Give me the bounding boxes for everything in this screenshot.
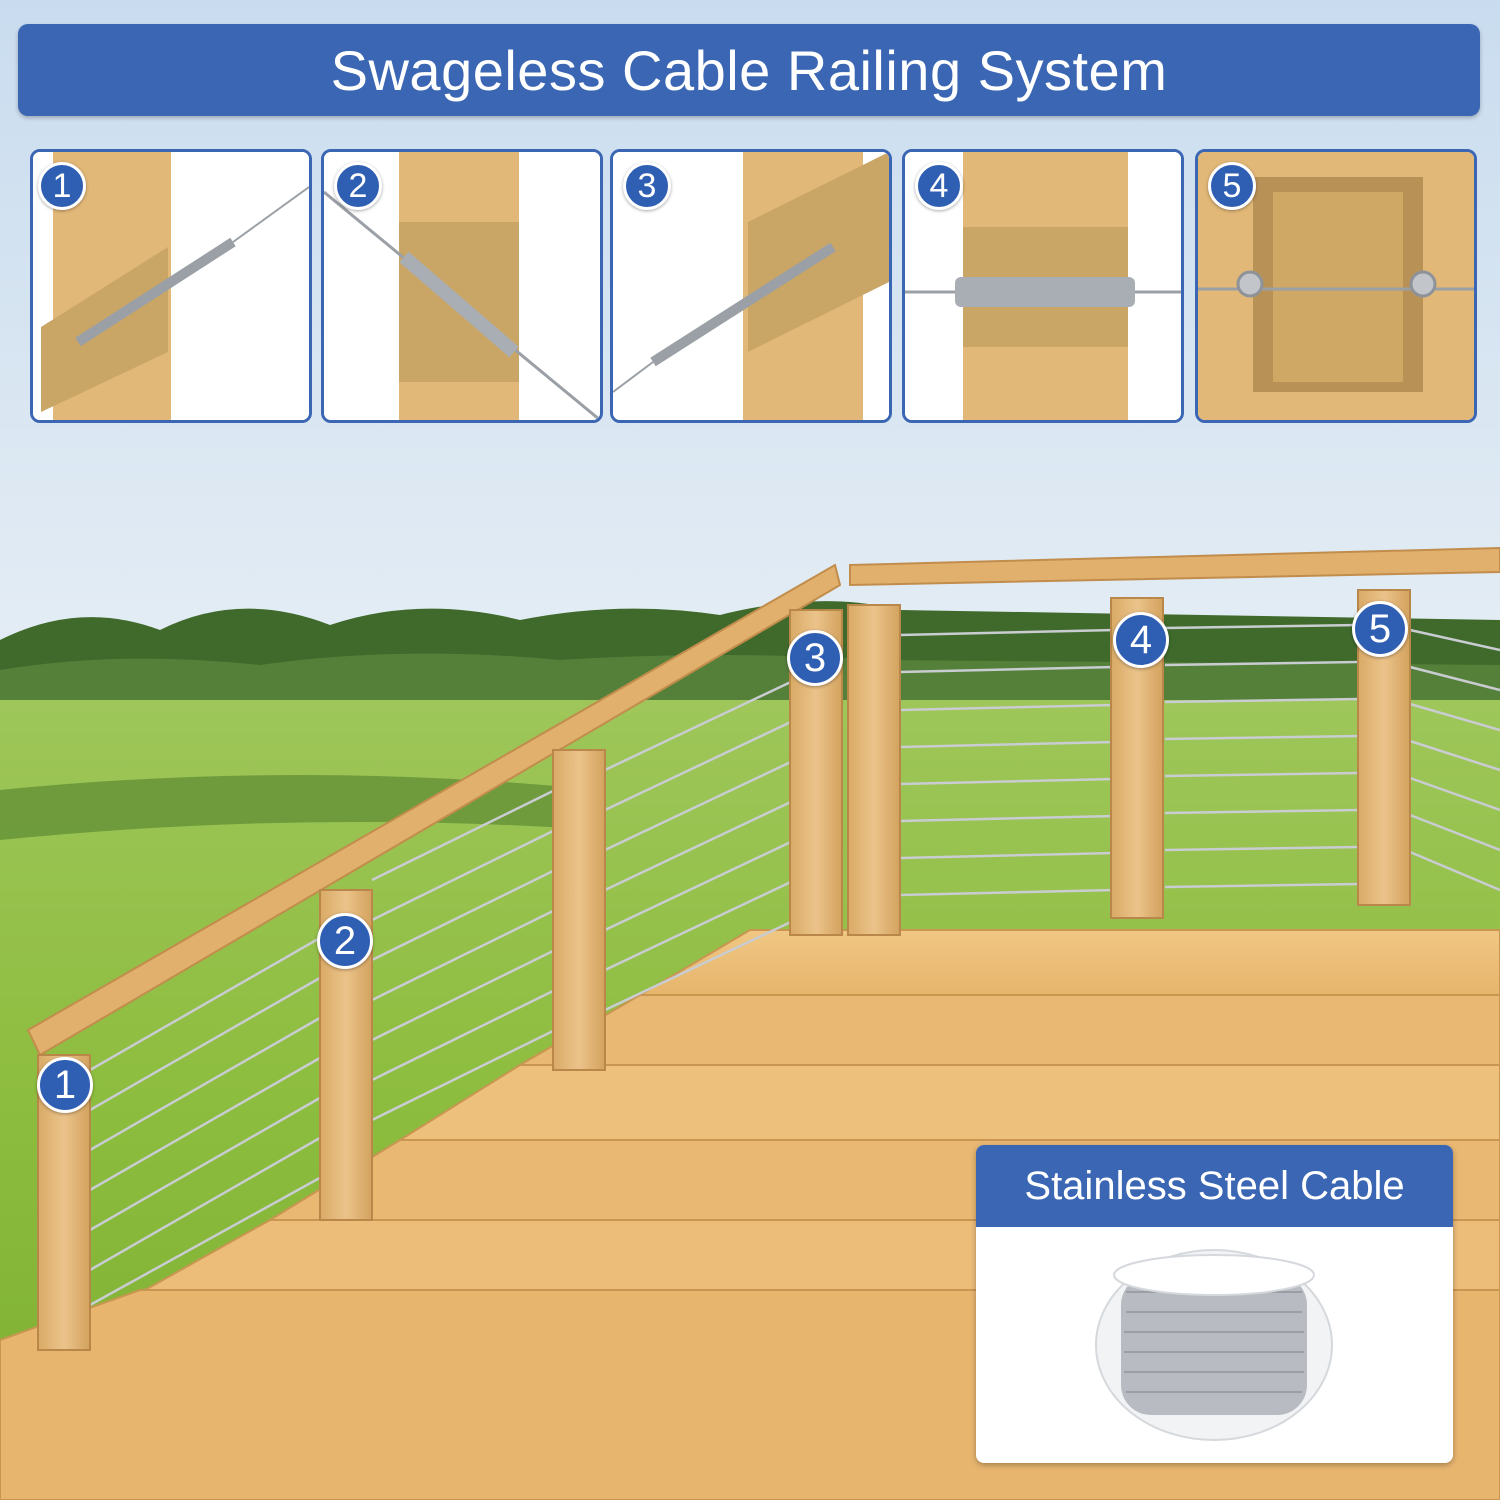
step-1-illustration [33,152,309,420]
step-panel-4: 4 [902,149,1184,423]
step-panel-1: 1 [30,149,312,423]
post-badge-2: 2 [317,913,373,969]
step-panel-5: 5 [1195,149,1477,423]
cable-card-label: Stainless Steel Cable [1024,1163,1405,1208]
step-badge: 5 [1208,162,1256,210]
step-panel-2: 2 [321,149,603,423]
post-badge-1: 1 [37,1057,93,1113]
step-panel-3: 3 [610,149,892,423]
page-title: Swageless Cable Railing System [330,38,1168,102]
step-badge: 4 [915,162,963,210]
post-badge-5: 5 [1352,601,1408,657]
step-2-illustration [324,152,600,420]
cable-card-header: Stainless Steel Cable [976,1145,1453,1227]
step-badge: 1 [38,162,86,210]
cable-spool-card: Stainless Steel Cable [976,1145,1453,1463]
cable-spool-icon [1095,1249,1333,1441]
title-banner: Swageless Cable Railing System [18,24,1480,116]
post-badge-4: 4 [1113,612,1169,668]
step-badge: 3 [623,162,671,210]
post-badge-3: 3 [787,630,843,686]
step-badge: 2 [334,162,382,210]
